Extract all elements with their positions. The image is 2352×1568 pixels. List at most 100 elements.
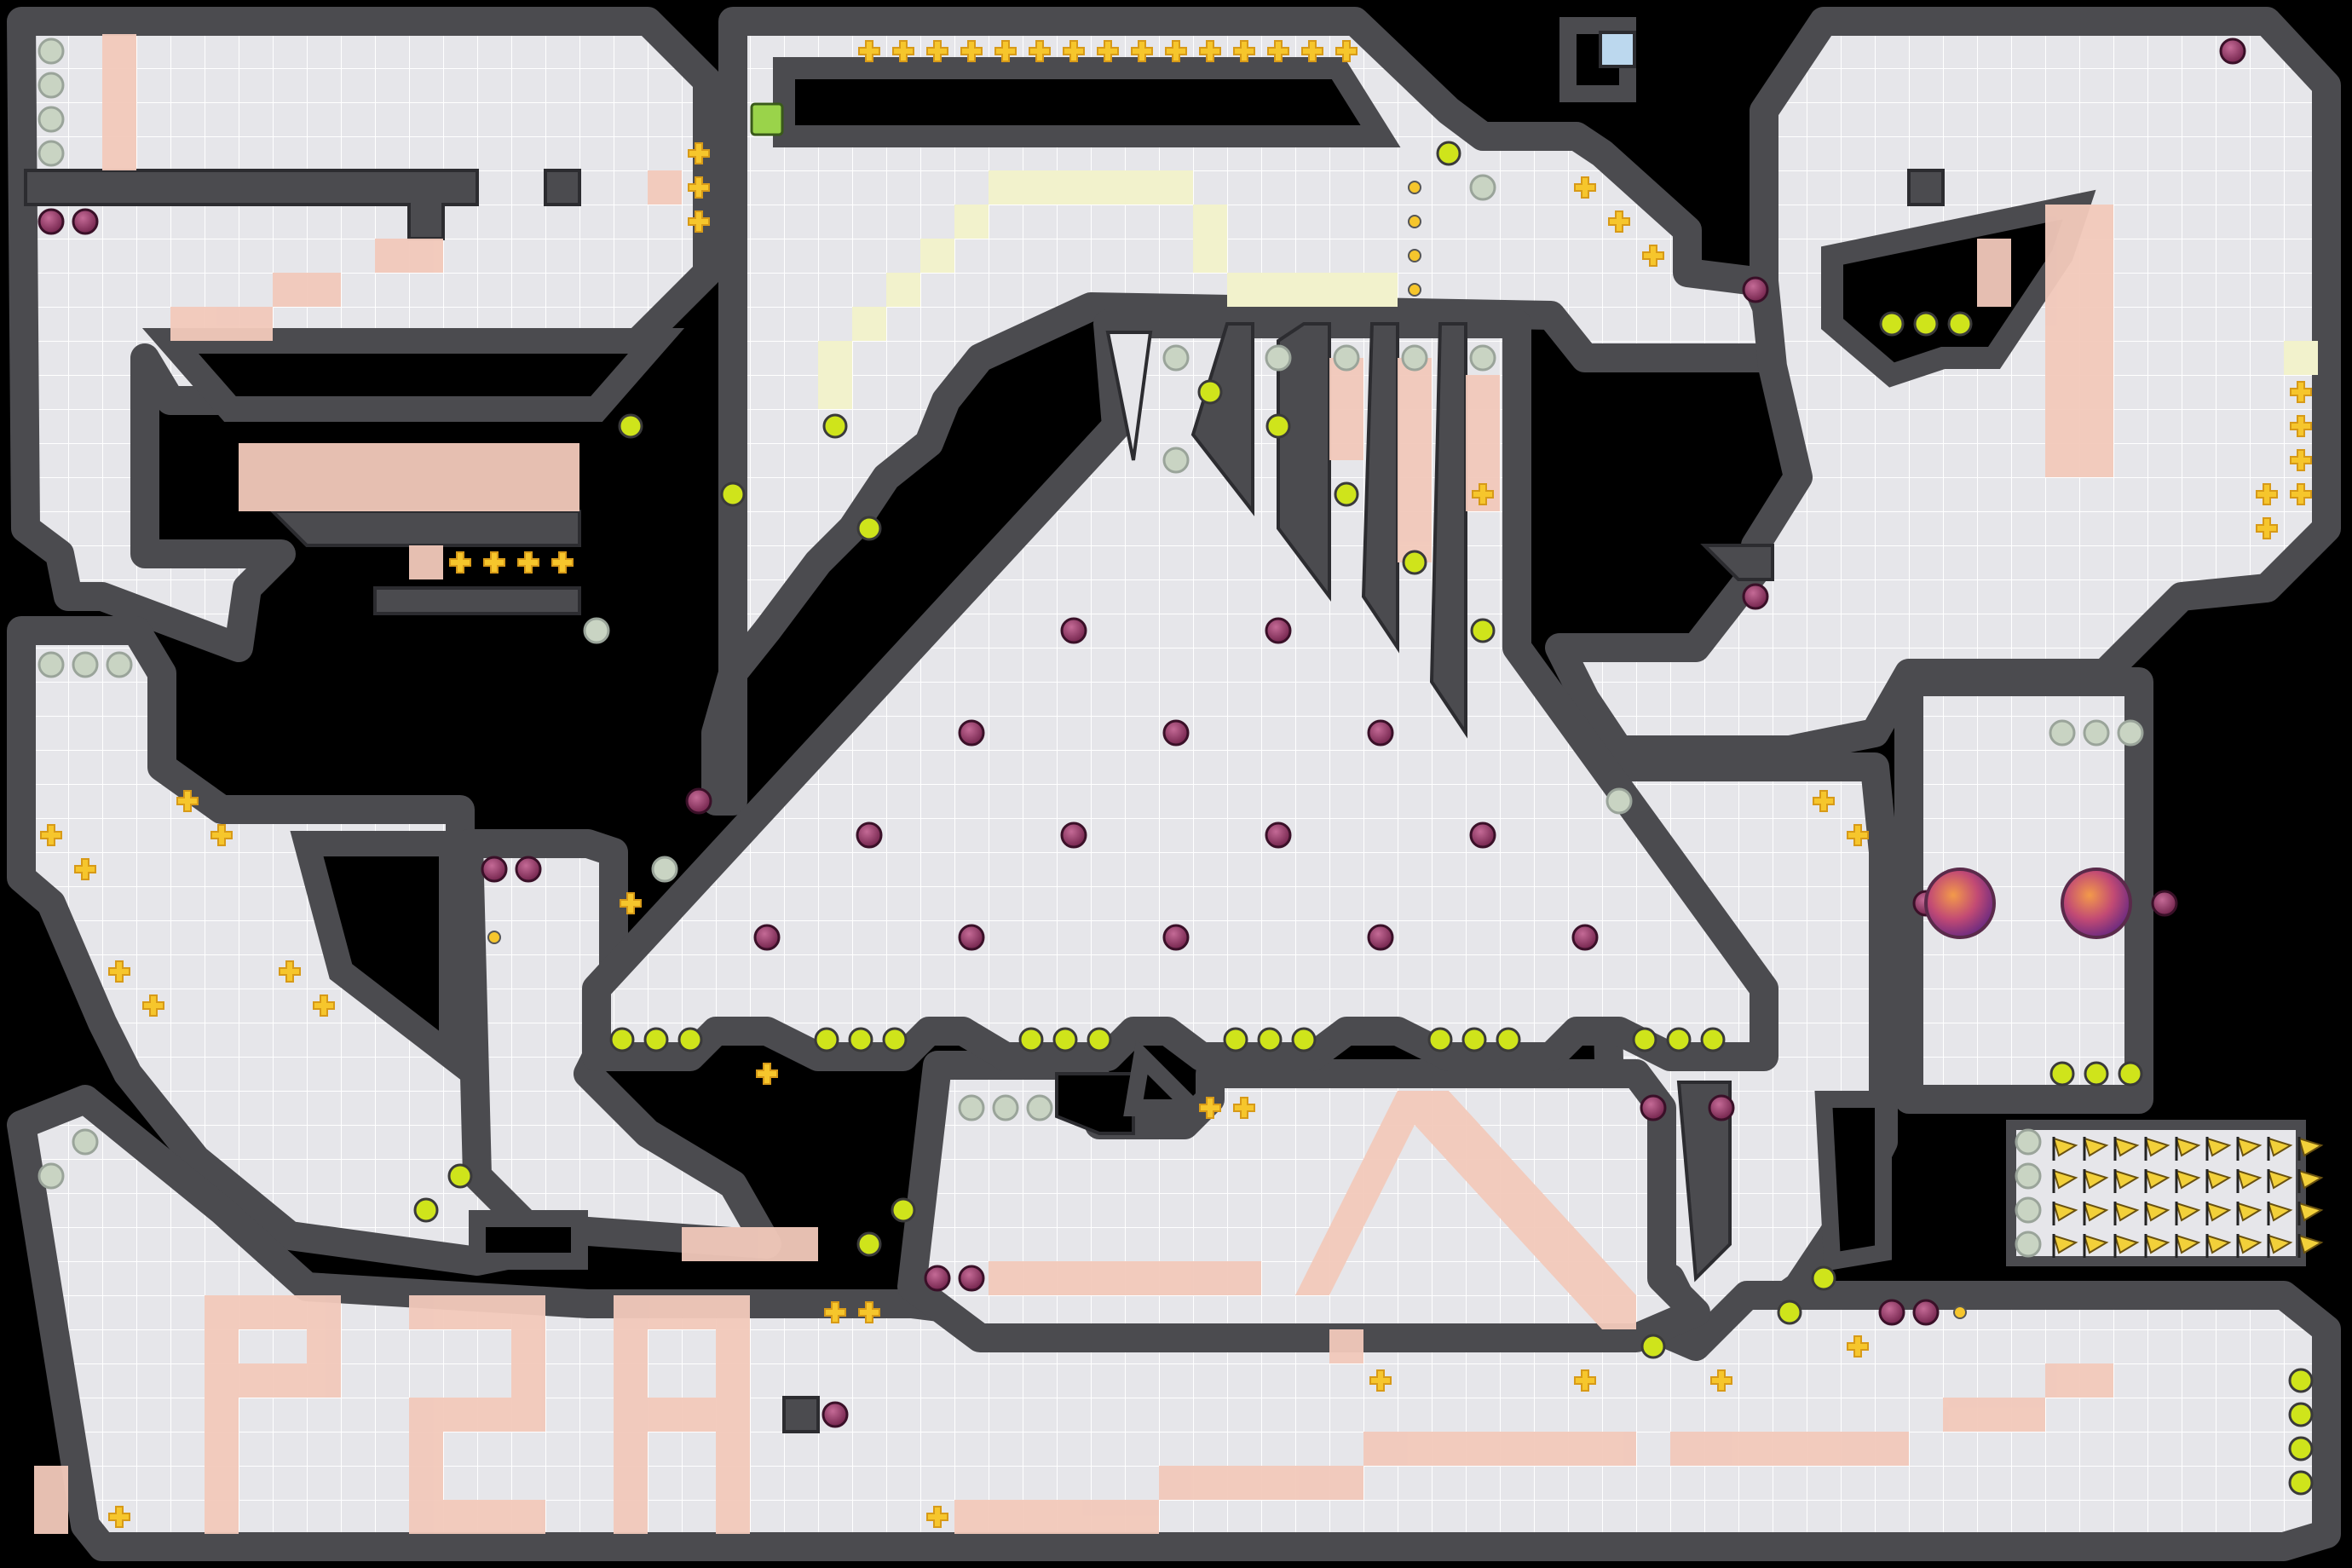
yellow-cross-icon [926,1506,948,1528]
room-top-right [1545,7,2341,764]
green-dot-icon [882,1027,908,1052]
green-dot-icon [1913,311,1939,337]
green-dot-icon [2288,1470,2314,1496]
yellow-flag-icon [2113,1234,2140,1258]
yellow-cross-icon [1642,245,1664,267]
yellow-cross-icon [517,551,539,574]
yellow-cross-icon [688,176,710,199]
yellow-flag-icon [2236,1202,2263,1225]
purple-blob-icon [37,208,65,235]
yellow-cross-icon [2290,415,2312,437]
yellow-flag-icon [2052,1137,2078,1161]
small-dot-icon [487,931,501,944]
orange-orb-icon[interactable] [1924,868,1996,939]
green-dot-icon [1197,379,1223,405]
yellow-flag-icon [2083,1234,2109,1258]
green-dot-icon [677,1027,703,1052]
yellow-cross-icon [1608,210,1630,233]
yellow-flag-icon [2175,1202,2201,1225]
purple-blob-icon [1060,617,1087,644]
purple-blob-icon [753,924,781,951]
yellow-cross-icon [926,40,948,62]
blue-square-icon[interactable] [1599,31,1636,68]
small-dot-icon [1408,249,1421,262]
green-dot-icon [1052,1027,1078,1052]
purple-blob-icon [958,1265,985,1292]
yellow-cross-icon [688,210,710,233]
yellow-flag-icon [2113,1137,2140,1161]
yellow-cross-icon [2290,449,2312,471]
green-dot-icon [1470,618,1496,643]
yellow-cross-icon [1335,40,1358,62]
green-dot-icon [814,1027,839,1052]
green-dot-icon [1427,1027,1453,1052]
green-dot-icon [1334,481,1359,507]
green-dot-icon [413,1197,439,1223]
purple-blob-icon [1742,583,1769,610]
purple-blob-icon [481,856,508,883]
green-dot-icon [891,1197,916,1223]
eaten-dot-icon [1162,344,1190,372]
green-dot-icon [1879,311,1905,337]
enemy-layer [37,37,2246,1428]
yellow-flag-icon [2297,1202,2324,1225]
eaten-dot-icon [1333,344,1360,372]
yellow-flag-icon [2083,1137,2109,1161]
purple-blob-icon [1162,924,1190,951]
yellow-cross-icon [1165,40,1187,62]
yellow-cross-icon [40,824,62,846]
interior-walls [24,17,2096,1433]
yellow-cross-icon [313,994,335,1017]
green-dot-icon [1947,311,1973,337]
yellow-flag-icon [2052,1202,2078,1225]
purple-blob-icon [1571,924,1599,951]
eaten-dot-icon [583,617,610,644]
orange-orb-icon[interactable] [2061,868,2132,939]
green-dot-icon [1811,1265,1836,1291]
purple-blob-icon [72,208,99,235]
purple-blob-icon [685,787,712,815]
yellow-cross-icon [688,142,710,164]
eaten-dot-icon [37,651,65,678]
yellow-cross-icon [210,824,233,846]
yellow-cross-icon [858,40,880,62]
yellow-flag-icon [2113,1202,2140,1225]
purple-blob-icon [856,821,883,849]
yellow-flag-icon [2205,1137,2232,1161]
purple-blob-icon [1367,719,1394,747]
eaten-dot-icon [1605,787,1633,815]
green-square-icon[interactable] [750,102,784,136]
green-dot-icon [856,1231,882,1257]
eaten-dot-icon [2015,1162,2042,1190]
yellow-cross-icon [2256,517,2278,539]
green-dot-icon [856,516,882,541]
eaten-dot-icon [1469,344,1496,372]
eaten-dot-icon [106,651,133,678]
yellow-flag-icon [2297,1137,2324,1161]
purple-blob-icon [1162,719,1190,747]
purple-blob-icon [821,1401,849,1428]
purple-blob-icon [2151,890,2178,917]
small-dot-icon [1408,215,1421,228]
yellow-cross-icon [858,1301,880,1323]
yellow-flag-icon [2144,1202,2170,1225]
yellow-cross-icon [1267,40,1289,62]
eaten-dot-icon [37,37,65,65]
purple-blob-icon [1912,1299,1940,1326]
power-layer [40,40,2312,1528]
green-dot-icon [1640,1334,1666,1359]
yellow-cross-icon [1199,40,1221,62]
yellow-cross-icon [1233,40,1255,62]
yellow-cross-icon [551,551,574,574]
yellow-cross-icon [994,40,1017,62]
yellow-cross-icon [1710,1369,1732,1392]
yellow-flag-icon [2144,1137,2170,1161]
yellow-flag-icon [2175,1137,2201,1161]
yellow-cross-icon [1063,40,1085,62]
purple-blob-icon [2219,37,2246,65]
green-dot-icon [1632,1027,1657,1052]
yellow-cross-icon [176,790,199,812]
green-dot-icon [1291,1027,1317,1052]
small-dot-icon [1953,1306,1967,1319]
